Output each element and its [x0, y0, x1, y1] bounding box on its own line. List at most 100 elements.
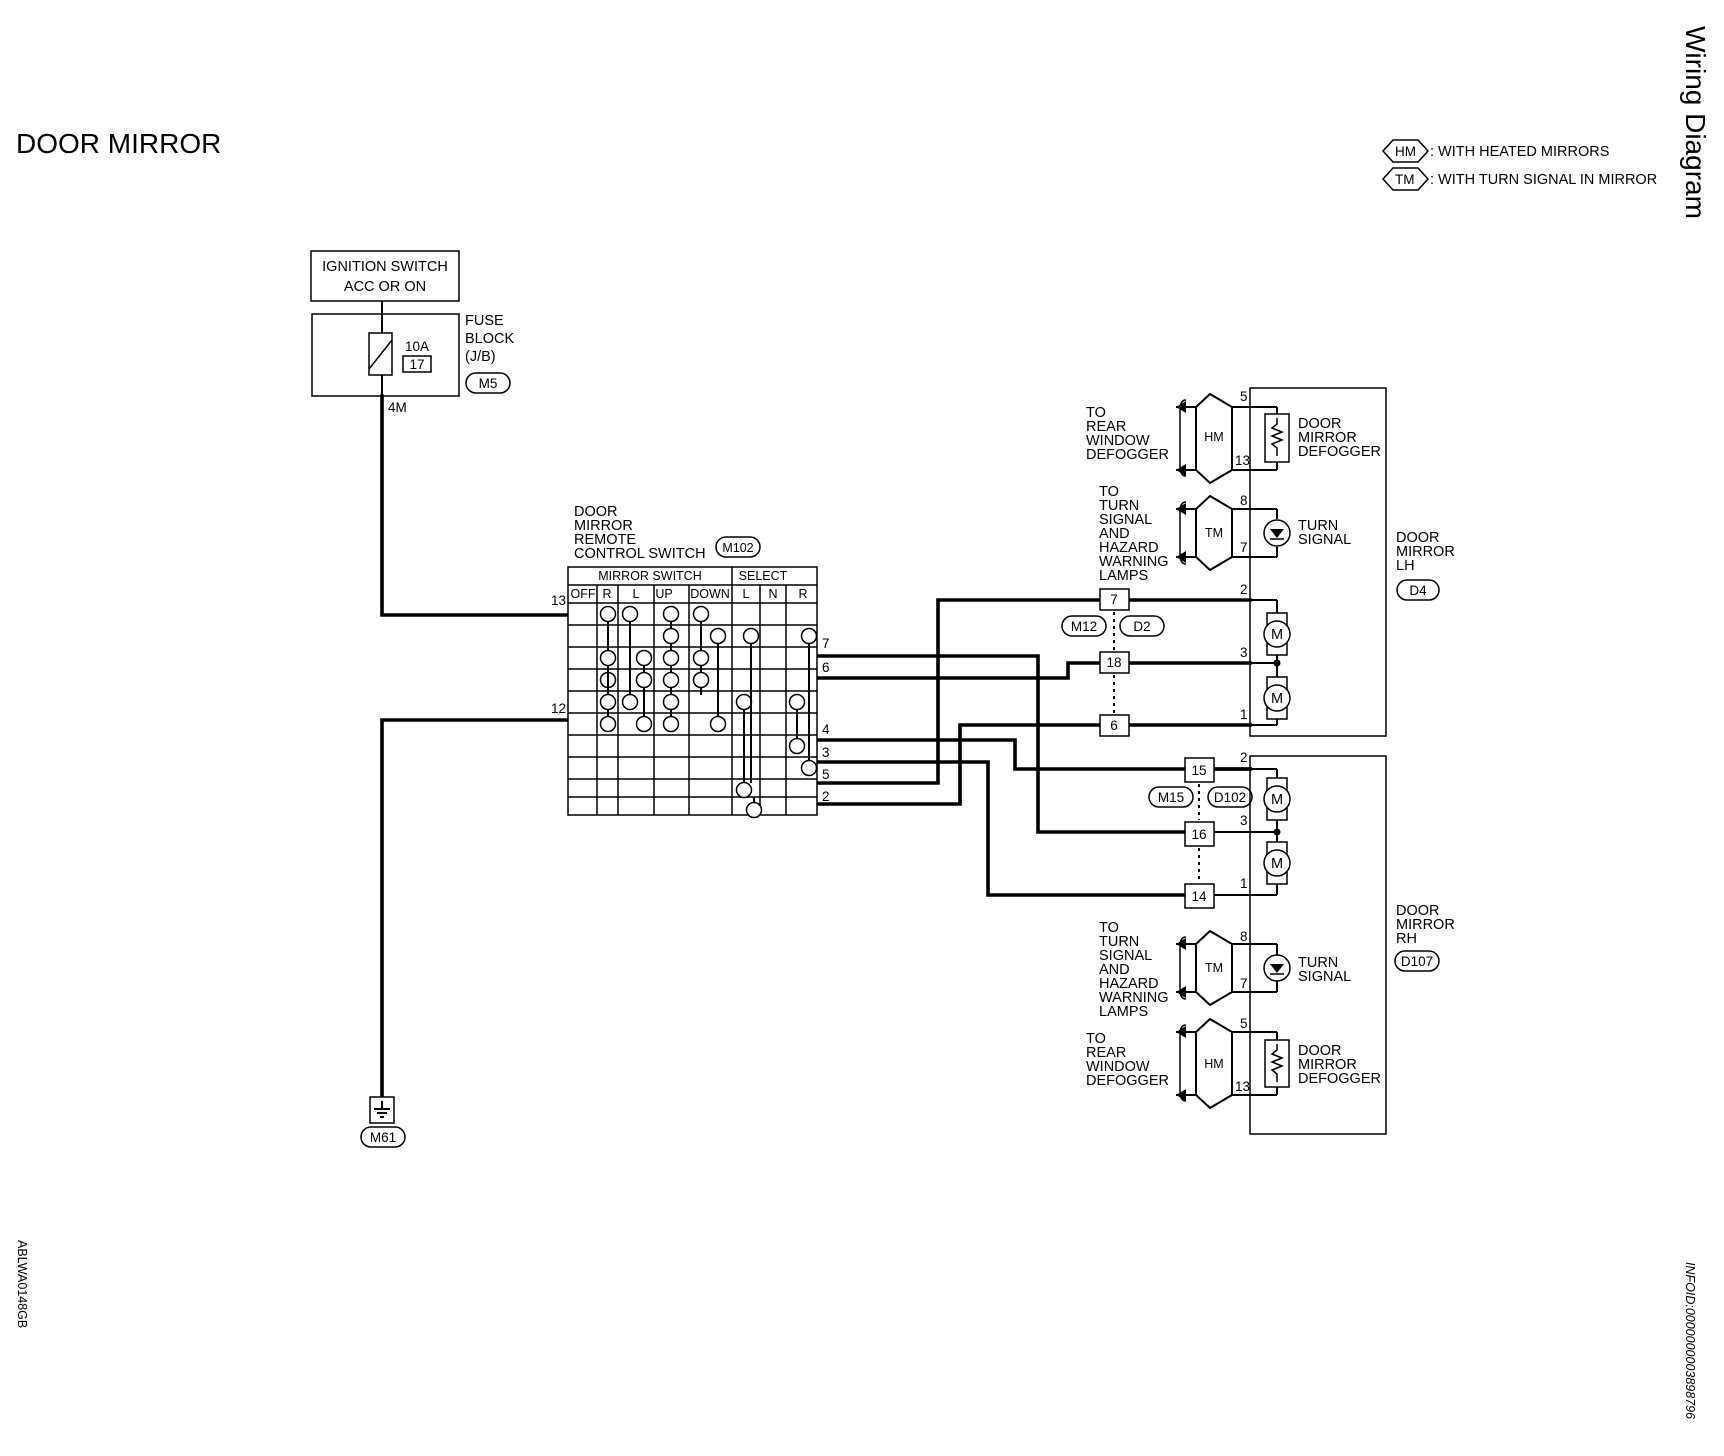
switch-contact [599, 649, 617, 667]
rh-defogger-3: DEFOGGER [1298, 1071, 1381, 1087]
lh-connector-badge [1396, 579, 1440, 601]
joint-lh-right-badge [1119, 615, 1165, 637]
switch-contact [599, 693, 617, 711]
joint-rh-pin-16: 16 [1191, 827, 1206, 842]
joint-rh-pin-15: 15 [1191, 763, 1206, 778]
switch-contact [788, 737, 806, 755]
rh-to-defogger-4: DEFOGGER [1086, 1073, 1169, 1089]
rh-motor-1-label: M [1271, 792, 1283, 808]
fuse-connector-badge [465, 372, 511, 394]
lh-label-2: MIRROR [1396, 544, 1455, 560]
ground-connector: M61 [370, 1130, 396, 1145]
legend-hm-code: HM [1395, 144, 1416, 159]
lh-pin-3: 3 [1240, 645, 1248, 660]
ground-symbol: M61 [360, 1096, 406, 1148]
switch-col-up: UP [655, 587, 672, 601]
switch-contact [621, 605, 639, 623]
joint-rh-pin-14: 14 [1191, 889, 1207, 904]
switch-pin-12: 12 [551, 701, 566, 716]
switch-pin-4: 4 [822, 722, 830, 737]
wire-pin-7 [815, 654, 1201, 834]
page-title: DOOR MIRROR [16, 128, 221, 159]
info-id: INFOID:0000000003898796 [1683, 1262, 1697, 1419]
joint-rh-left-badge [1148, 786, 1194, 808]
joint-connector-rh: 15 16 14 M15 D102 [1148, 757, 1253, 909]
joint-lh-pin-18: 18 [1106, 655, 1121, 670]
switch-label-1: DOOR [574, 504, 618, 520]
lh-motor-2-label: M [1271, 691, 1283, 707]
switch-contact [599, 715, 617, 733]
legend-tm-desc: : WITH TURN SIGNAL IN MIRROR [1430, 172, 1657, 188]
switch-pin-7: 7 [822, 636, 830, 651]
door-mirror-lh: HM 5 13 DOOR MIRROR DEFOGGER TO REAR WIN… [1086, 387, 1455, 737]
joint-lh-left-badge [1061, 615, 1107, 637]
fuse-block-label-2: BLOCK [465, 331, 514, 347]
switch-contact [745, 801, 763, 819]
ignition-label-2: ACC OR ON [344, 279, 426, 295]
joint-lh-pin-7: 7 [1110, 592, 1118, 607]
figure-id: ABLWA0148GB [15, 1240, 29, 1328]
lh-tm-tag: TM [1205, 526, 1223, 540]
switch-col-sel-l: L [743, 587, 750, 601]
lh-defogger-3: DEFOGGER [1298, 444, 1381, 460]
switch-group-mirror: MIRROR SWITCH [598, 569, 701, 583]
switch-pin-2: 2 [822, 789, 830, 804]
switch-contact [662, 649, 680, 667]
joint-rh-right-badge [1207, 786, 1253, 808]
rh-turn-1: TURN [1298, 955, 1338, 971]
fuse-block: 10A 17 FUSE BLOCK (J/B) M5 4M [311, 313, 514, 415]
switch-pin-3: 3 [822, 745, 830, 760]
switch-pin-5: 5 [822, 767, 830, 782]
rh-motor-2-label: M [1271, 856, 1283, 872]
side-title: Wiring Diagram [1680, 26, 1711, 219]
fuse-amp: 10A [405, 339, 429, 354]
lh-to-turn-1: TO [1099, 484, 1119, 500]
switch-pin-13: 13 [551, 593, 566, 608]
switch-contact [735, 781, 753, 799]
joint-lh-pin-6: 6 [1110, 718, 1118, 733]
switch-contact [692, 671, 710, 689]
rh-label-1: DOOR [1396, 903, 1440, 919]
switch-contact [709, 715, 727, 733]
fuse-pin: 4M [388, 400, 407, 415]
lh-to-turn-2: TURN [1099, 498, 1139, 514]
rh-to-defogger-1: TO [1086, 1031, 1106, 1047]
legend-hm-badge [1381, 139, 1430, 163]
rh-to-turn-2: TURN [1099, 934, 1139, 950]
rh-pin-13: 13 [1235, 1079, 1250, 1094]
lh-pin-8: 8 [1240, 493, 1248, 508]
lh-to-turn-4: AND [1099, 526, 1130, 542]
lh-defogger-1: DOOR [1298, 416, 1342, 432]
switch-contact [621, 693, 639, 711]
lh-pin-2: 2 [1240, 582, 1248, 597]
rh-connector: D107 [1401, 954, 1433, 969]
wire-pin-3 [815, 760, 1201, 897]
ground-connector-badge [360, 1126, 406, 1148]
switch-contacts [599, 605, 818, 819]
joint-connector-lh: 7 18 6 M12 D2 [1061, 588, 1165, 737]
rh-turn-2: SIGNAL [1298, 969, 1351, 985]
switch-connector: M102 [722, 541, 753, 555]
switch-col-down: DOWN [690, 587, 730, 601]
switch-contact [635, 715, 653, 733]
switch-contact [662, 627, 680, 645]
joint-rh-left: M15 [1158, 790, 1184, 805]
rh-to-turn-3: SIGNAL [1099, 948, 1152, 964]
fuse-connector: M5 [479, 376, 498, 391]
switch-label-2: MIRROR [574, 518, 633, 534]
joint-lh-left: M12 [1071, 619, 1097, 634]
fuse-number: 17 [409, 357, 424, 372]
lh-defogger-2: MIRROR [1298, 430, 1357, 446]
legend-tm-badge [1381, 167, 1430, 191]
switch-contact [599, 605, 617, 623]
lh-to-defogger-4: DEFOGGER [1086, 447, 1169, 463]
switch-contact [788, 693, 806, 711]
switch-grid [568, 567, 817, 815]
rh-to-turn-1: TO [1099, 920, 1119, 936]
switch-contact [800, 759, 818, 777]
lh-pin-1: 1 [1240, 707, 1248, 722]
switch-pin-6: 6 [822, 660, 830, 675]
door-mirror-rh: M M 2 3 1 TM 8 7 TURN SIGNAL TO TURN SIG… [1086, 750, 1455, 1135]
lh-turn-2: SIGNAL [1298, 532, 1351, 548]
lh-to-turn-5: HAZARD [1099, 540, 1159, 556]
